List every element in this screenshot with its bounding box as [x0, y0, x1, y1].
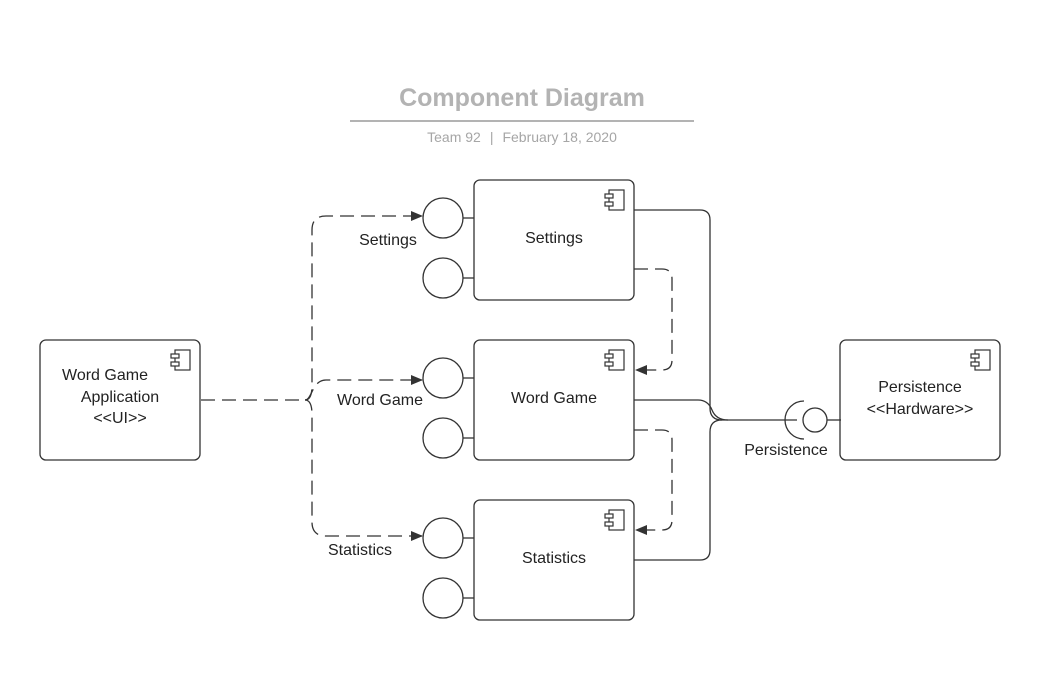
statistics-component-label: Statistics [522, 550, 586, 567]
component-settings [473, 179, 635, 301]
dependency-line-statistics [304, 399, 423, 541]
statistics-interface-label: Statistics [328, 542, 392, 559]
dependency-word-game-to-statistics [634, 429, 673, 535]
component-icon [604, 189, 625, 211]
persistence-required-socket [784, 400, 805, 440]
dependency-settings-to-word-game [634, 268, 673, 375]
component-word-game [473, 339, 635, 461]
word-game-app-label-line2: Application [81, 389, 159, 406]
word-game-provided-interface-2 [422, 417, 464, 459]
persistence-provided-interface [802, 407, 828, 433]
word-game-app-label-line3: <<UI>> [93, 410, 146, 427]
settings-interface-label: Settings [359, 232, 417, 249]
persistence-line-statistics [634, 419, 723, 561]
component-statistics [473, 499, 635, 621]
component-icon [604, 349, 625, 371]
persistence-interface-label: Persistence [744, 442, 828, 459]
dependency-line-word-game [304, 375, 423, 401]
word-game-provided-interface [422, 357, 464, 399]
statistics-provided-interface [422, 517, 464, 559]
diagram-title: Component Diagram [399, 84, 645, 112]
component-icon [970, 349, 991, 371]
persistence-label-line2: <<Hardware>> [867, 401, 974, 418]
word-game-component-label: Word Game [511, 390, 597, 407]
component-word-game-application [39, 339, 201, 461]
settings-provided-interface [422, 197, 464, 239]
dependency-line-settings [304, 211, 423, 401]
diagram-subtitle: Team 92 | February 18, 2020 [350, 129, 694, 145]
component-icon [604, 509, 625, 531]
word-game-interface-label: Word Game [337, 392, 423, 409]
persistence-label-line1: Persistence [878, 379, 962, 396]
component-icon [170, 349, 191, 371]
persistence-line-word-game [634, 399, 729, 421]
date-label: February 18, 2020 [502, 129, 617, 145]
settings-component-label: Settings [525, 230, 583, 247]
title-underline [350, 120, 694, 122]
settings-provided-interface-2 [422, 257, 464, 299]
component-persistence [839, 339, 1001, 461]
word-game-app-label-line1: Word Game [62, 367, 148, 384]
statistics-provided-interface-2 [422, 577, 464, 619]
subtitle-separator: | [489, 129, 494, 145]
team-label: Team 92 [427, 129, 481, 145]
persistence-line-settings [634, 209, 797, 421]
